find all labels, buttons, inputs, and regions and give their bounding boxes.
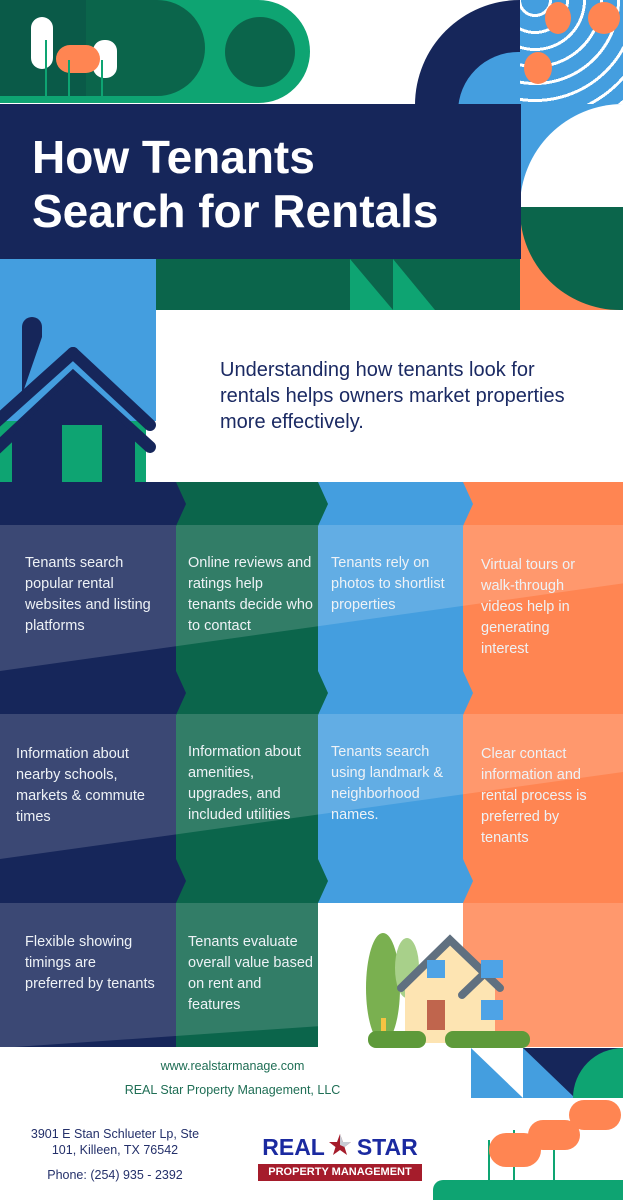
logo-subtitle: PROPERTY MANAGEMENT (258, 1164, 422, 1181)
tree-icon (56, 45, 100, 73)
website-link[interactable]: www.realstarmanage.com (160, 1059, 305, 1073)
house-with-trees-illustration (366, 933, 530, 1048)
address: 3901 E Stan Schlueter Lp, Ste 101, Kille… (30, 1127, 200, 1157)
company-logo: REAL STAR PROPERTY MANAGEMENT (250, 1132, 430, 1182)
corner-decoration (471, 1048, 623, 1098)
tip-card: Tenants search popular rental websites a… (25, 555, 151, 634)
tip-card: Information about amenities, upgrades, a… (188, 744, 301, 823)
tree-decoration (433, 1100, 623, 1200)
tip-card: Tenants rely on photos to shortlist prop… (331, 555, 445, 613)
top-decoration (0, 0, 310, 103)
star-icon (329, 1134, 351, 1155)
title-banner (0, 104, 521, 259)
tip-card: Tenants evaluate overall value based on … (188, 934, 313, 1013)
tip-card: Virtual tours or walk-through videos hel… (481, 557, 576, 657)
title-line-2: Search for Rentals (32, 185, 439, 237)
tree-icon (31, 17, 53, 69)
company-name: REAL Star Property Management, LLC (124, 1083, 341, 1097)
subtitle: Understanding how tenants look for renta… (220, 359, 565, 433)
tip-card: Online reviews and ratings help tenants … (188, 555, 313, 634)
tip-card: Flexible showing timings are preferred b… (25, 934, 155, 992)
house-icon (0, 317, 156, 482)
phone: Phone: (254) 935 - 2392 (47, 1168, 183, 1182)
tip-card: Information about nearby schools, market… (16, 746, 145, 825)
logo-text: REAL STAR (262, 1134, 418, 1160)
title-line-1: How Tenants (32, 131, 315, 183)
tip-card: Tenants search using landmark & neighbor… (331, 744, 444, 823)
tip-card: Clear contact information and rental pro… (481, 746, 587, 846)
